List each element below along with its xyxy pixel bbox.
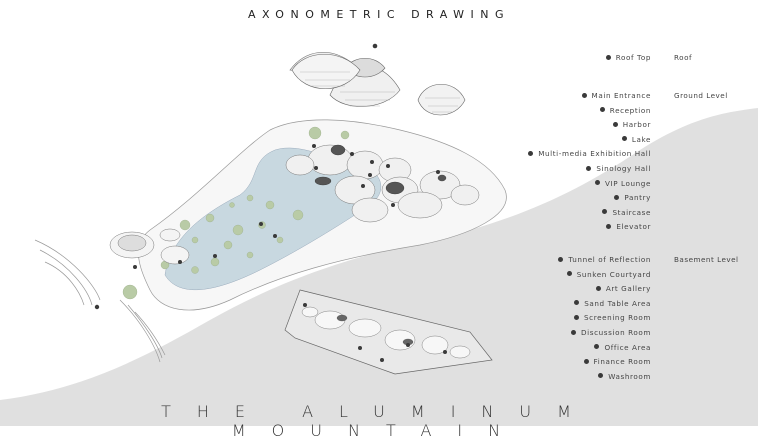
legend-label: Office Area — [604, 342, 651, 352]
legend-dot-icon — [583, 358, 589, 364]
legend-item-basement: Discussion Room — [571, 328, 651, 337]
legend-label: Pantry — [624, 193, 651, 203]
drawing-title: AXONOMETRIC DRAWING — [247, 8, 511, 21]
dark-atriums — [314, 144, 447, 195]
legend-item-ground: Multi-media Exhibition Hall — [528, 149, 651, 158]
legend-label: Reception — [609, 105, 651, 115]
roof-domes — [289, 52, 466, 116]
legend-item-basement: Sunken Courtyard — [566, 269, 651, 279]
legend-item-ground: Reception — [599, 105, 651, 115]
legend-label: Roof Top — [615, 53, 651, 62]
legend-label: Sinology Hall — [596, 164, 651, 173]
legend-dot-icon — [606, 223, 612, 229]
legend-dot-icon — [595, 285, 601, 291]
legend-group-basement: Basement Level — [674, 255, 739, 264]
legend-label: Screening Room — [584, 313, 651, 323]
legend-item-ground: Pantry — [614, 193, 651, 202]
legend-item-basement: Office Area — [594, 343, 651, 352]
legend-item-basement: Washroom — [598, 372, 651, 381]
legend-label: Lake — [631, 134, 651, 144]
legend-label: Tunnel of Reflection — [568, 255, 651, 264]
legend-item-basement: Tunnel of Reflection — [558, 255, 651, 264]
legend-item-ground: Lake — [621, 134, 651, 144]
legend-dot-icon — [614, 194, 620, 200]
legend-dot-icon — [599, 107, 605, 113]
legend-label: Washroom — [608, 371, 651, 381]
legend-dot-icon — [598, 373, 604, 379]
legend-label: Multi-media Exhibition Hall — [538, 149, 651, 159]
legend-dot-icon — [594, 180, 600, 186]
legend-dot-icon — [586, 165, 592, 171]
legend-dot-icon — [558, 256, 564, 262]
legend-item-basement: Finance Room — [583, 357, 651, 367]
legend-item-ground: Main Entrance — [581, 91, 651, 100]
legend-dot-icon — [594, 344, 600, 350]
legend-label: Sand Table Area — [584, 298, 651, 308]
legend-dot-icon — [605, 54, 611, 60]
legend-dot-icon — [528, 150, 534, 156]
legend-label: Harbor — [622, 120, 651, 130]
legend-dot-icon — [566, 271, 572, 277]
legend-item-ground: Staircase — [602, 208, 651, 217]
legend-dot-icon — [574, 300, 580, 306]
plan-markers — [94, 43, 447, 362]
legend-item-basement: Screening Room — [574, 313, 651, 322]
axonometric-drawing — [0, 43, 758, 426]
legend-group-roof: Roof — [674, 53, 692, 62]
legend-label: Discussion Room — [581, 328, 651, 337]
legend-dot-icon — [621, 136, 627, 142]
legend-item-basement: Sand Table Area — [574, 299, 651, 308]
legend-item-ground: Sinology Hall — [586, 164, 651, 173]
legend-item-ground: VIP Lounge — [594, 178, 651, 188]
legend-dot-icon — [612, 121, 618, 127]
legend-label: Elevator — [616, 222, 651, 232]
diagram-stage: AXONOMETRIC DRAWING THE ALUMINUM MOUNTAI… — [0, 8, 758, 440]
legend-dot-icon — [581, 92, 587, 98]
project-title: THE ALUMINUM MOUNTAIN — [161, 402, 597, 440]
legend-dot-icon — [571, 329, 577, 335]
legend-label: VIP Lounge — [604, 178, 651, 188]
ground-level-plan — [34, 119, 507, 363]
legend-item-roof: Roof Top — [605, 53, 651, 62]
legend-item-basement: Art Gallery — [595, 284, 651, 294]
entrance-pavilion — [109, 228, 190, 265]
legend-dot-icon — [574, 314, 580, 320]
legend-label: Finance Room — [593, 357, 651, 367]
legend-group-ground: Ground Level — [674, 91, 728, 100]
legend-label: Main Entrance — [591, 91, 651, 100]
harbor-arcs — [34, 239, 166, 363]
legend-dot-icon — [602, 209, 608, 215]
building-cluster — [285, 144, 480, 223]
legend-item-ground: Elevator — [606, 222, 651, 231]
terrain-area — [0, 108, 758, 426]
legend-label: Sunken Courtyard — [576, 269, 651, 279]
lily-pads — [122, 126, 350, 300]
legend-item-ground: Harbor — [612, 120, 651, 130]
legend-label: Staircase — [612, 207, 651, 217]
legend-label: Art Gallery — [605, 284, 651, 294]
